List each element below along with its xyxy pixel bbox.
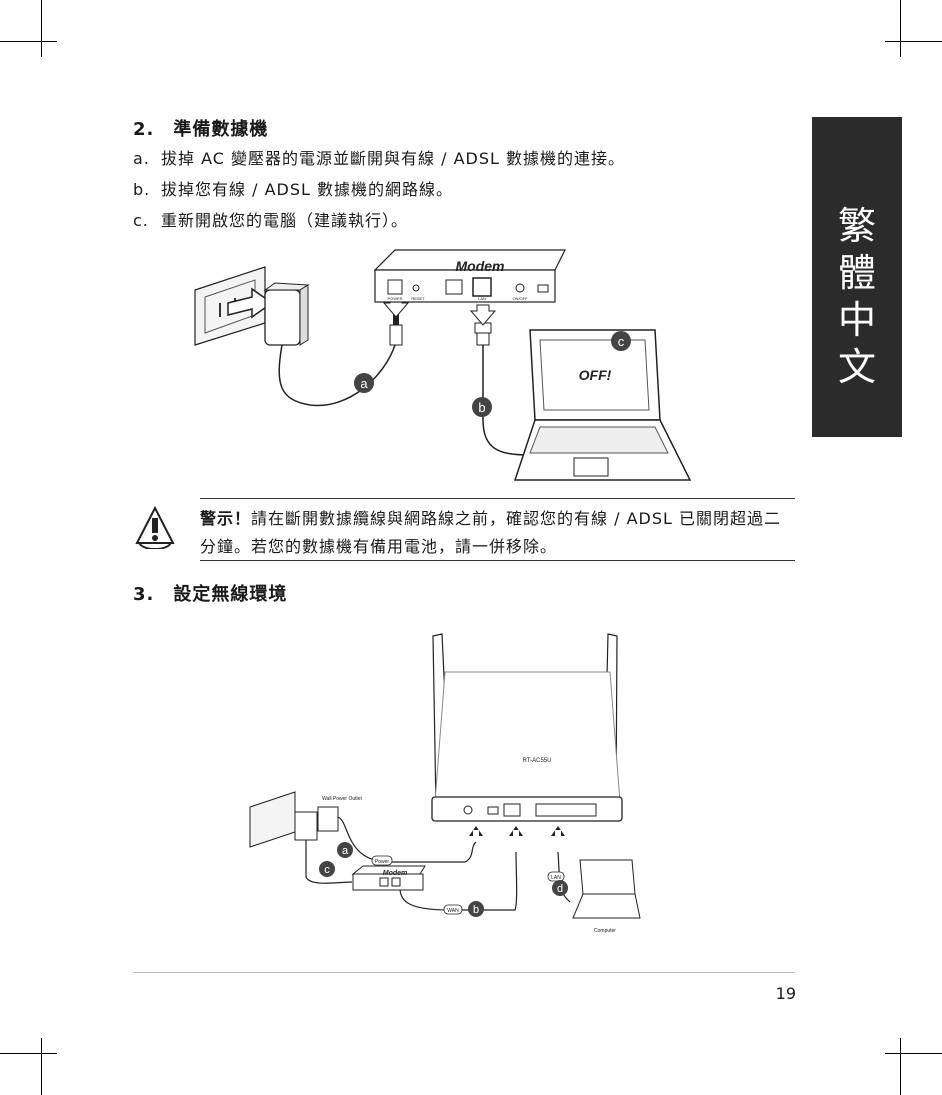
modem-label: Modem [456, 258, 505, 274]
svg-text:b: b [473, 904, 479, 916]
power-plug-icon [390, 313, 402, 345]
svg-text:Power: Power [375, 859, 390, 865]
wall-outlet-label: Wall Power Outlet [322, 796, 362, 802]
crop-mark [0, 41, 57, 42]
callout-a: a [337, 842, 353, 858]
power-adapter-icon [295, 812, 317, 840]
up-arrow-icon [469, 826, 483, 836]
modem-label: Modem [383, 870, 408, 877]
step-text: 拔掉 AC 變壓器的電源並斷開與有線 / ADSL 數據機的連接。 [161, 149, 625, 168]
wan-tag: WAN [444, 905, 462, 914]
svg-text:a: a [342, 845, 349, 857]
modem-icon: Modem [353, 866, 425, 890]
warning-label: 警示！ [200, 509, 251, 528]
power-tag: Power [372, 856, 392, 865]
warning-text: 請在斷開數據纜線與網路線之前，確認您的有線 / ADSL 已關閉超過二分鐘。若您… [200, 509, 781, 556]
step-a: a.拔掉 AC 變壓器的電源並斷開與有線 / ADSL 數據機的連接。 [133, 145, 625, 169]
crop-mark [900, 0, 901, 57]
step-letter: a. [133, 149, 161, 168]
language-tab-char: 中 [812, 301, 902, 339]
language-tab-char: 文 [812, 348, 902, 386]
callout-a: a [354, 373, 374, 393]
modem-icon: Modem POWER RESET LAN ON/OFF [375, 250, 565, 302]
warning-text-block: 警示！請在斷開數據纜線與網路線之前，確認您的有線 / ADSL 已關閉超過二分鐘… [200, 505, 795, 561]
callout-c: c [611, 331, 631, 351]
callout-b: b [468, 901, 484, 917]
port-label: LAN [478, 296, 486, 301]
svg-text:c: c [324, 864, 330, 876]
svg-text:a: a [360, 376, 368, 391]
laptop-icon: OFF! [515, 330, 690, 480]
step-c: c.重新開啟您的電腦（建議執行）。 [133, 207, 408, 231]
step-text: 拔掉您有線 / ADSL 數據機的網路線。 [161, 180, 453, 199]
port-label: ON/OFF [512, 296, 528, 301]
crop-mark [41, 0, 42, 57]
callout-d: d [552, 880, 568, 896]
crop-mark [900, 1038, 901, 1095]
svg-text:WAN: WAN [447, 908, 459, 914]
step-text: 重新開啟您的電腦（建議執行）。 [161, 211, 408, 230]
footer-rule [133, 972, 795, 973]
language-tab-char: 繁 [812, 207, 902, 245]
power-adapter-icon [265, 283, 308, 345]
language-tab-char: 體 [812, 254, 902, 292]
modem-disconnect-figure: Modem POWER RESET LAN ON/OFF OFF! a b c [190, 245, 710, 490]
warning-hand-icon [133, 505, 177, 549]
power-adapter-icon [318, 807, 338, 831]
callout-c: c [319, 861, 335, 877]
crop-mark [885, 41, 942, 42]
up-arrow-icon [509, 826, 523, 836]
svg-text:c: c [618, 334, 625, 349]
port-label: RESET [411, 296, 425, 301]
section-3-heading: 3. 設定無線環境 [133, 580, 287, 606]
language-tab: 繁 體 中 文 [812, 117, 902, 437]
page-number: 19 [760, 984, 796, 1003]
ethernet-plug-icon [475, 323, 491, 345]
port-label: POWER [387, 296, 402, 301]
router-setup-figure: RT-AC55U Wall Power Outlet Modem Compute… [240, 632, 660, 942]
step-b: b.拔掉您有線 / ADSL 數據機的網路線。 [133, 176, 453, 200]
router-model-label: RT-AC55U [523, 758, 552, 764]
router-icon: RT-AC55U [432, 672, 622, 821]
step-letter: c. [133, 211, 161, 230]
down-arrow-icon [471, 305, 495, 325]
warning-bottom-rule [200, 560, 795, 561]
up-arrow-icon [551, 826, 565, 836]
computer-icon: Computer [573, 860, 640, 934]
svg-text:d: d [557, 883, 563, 895]
step-letter: b. [133, 180, 161, 199]
warning-top-rule [200, 498, 795, 499]
crop-mark [0, 1053, 57, 1054]
section-2-heading: 2. 準備數據機 [133, 115, 268, 141]
callout-b: b [472, 397, 492, 417]
crop-mark [885, 1053, 942, 1054]
crop-mark [41, 1038, 42, 1095]
laptop-screen-text: OFF! [579, 367, 612, 383]
lan-tag: LAN [548, 872, 564, 881]
computer-label: Computer [594, 928, 616, 934]
svg-text:b: b [478, 400, 485, 415]
